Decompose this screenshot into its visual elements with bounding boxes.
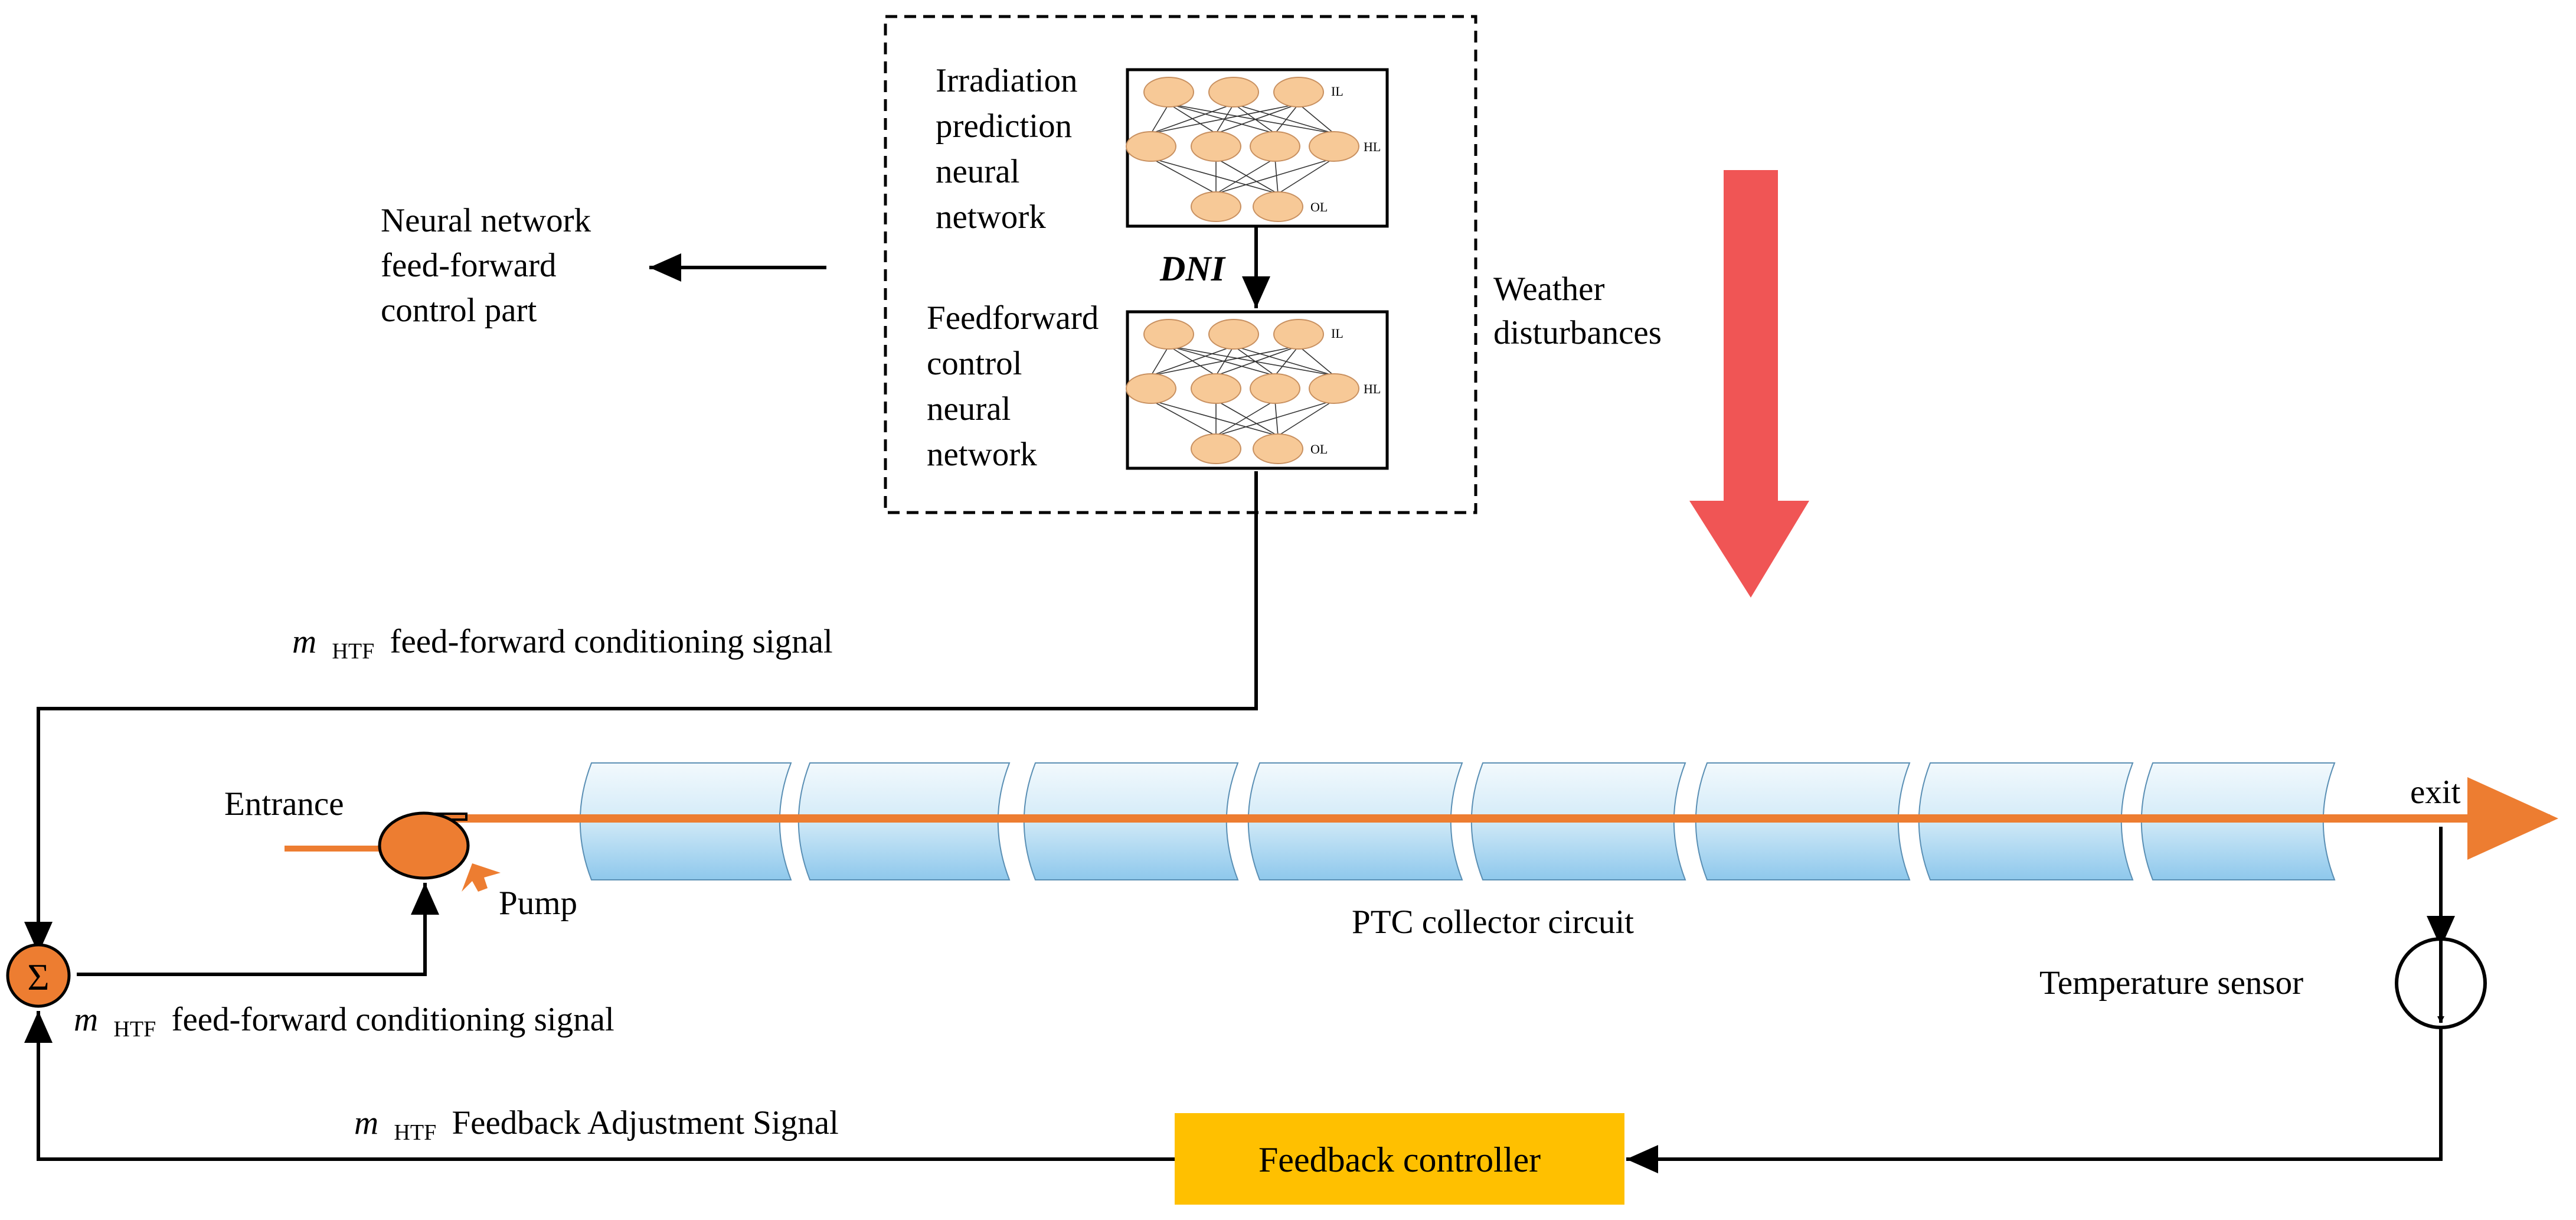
nn-connection xyxy=(1215,400,1276,436)
nn-connection xyxy=(1150,400,1217,436)
nn-connection xyxy=(1215,345,1299,376)
pump-label: Pump xyxy=(499,885,577,922)
weather-label-line1: Weather xyxy=(1493,270,1604,308)
nn-node xyxy=(1126,131,1176,162)
nn-connection xyxy=(1215,158,1276,194)
nn-connection xyxy=(1215,400,1279,436)
nn-connection xyxy=(1298,345,1335,376)
nn-connection xyxy=(1150,158,1217,194)
feedforward-label-line4: network xyxy=(927,436,1037,473)
nn-connection xyxy=(1233,345,1276,376)
nn-node xyxy=(1191,373,1241,404)
nn-node xyxy=(1143,319,1194,350)
entrance-label: Entrance xyxy=(224,785,344,823)
nn-node xyxy=(1273,319,1324,350)
nn-connection xyxy=(1150,345,1169,376)
nn-connection xyxy=(1150,103,1299,134)
nn-node xyxy=(1253,191,1303,222)
ff-signal-path xyxy=(24,471,1258,954)
nn-layer-label: HL xyxy=(1364,381,1381,396)
svg-text:Σ: Σ xyxy=(27,956,49,998)
irradiation-label-line3: neural xyxy=(936,153,1019,190)
nn-layer-label: OL xyxy=(1310,200,1328,214)
feedforward-label-line2: control xyxy=(927,345,1022,382)
weather-label-line2: disturbances xyxy=(1493,314,1662,351)
feedforward-label-line1: Feedforward xyxy=(927,299,1099,337)
dni-label: DNI xyxy=(1159,249,1227,288)
nn-node xyxy=(1191,191,1241,222)
irradiation-label-line2: prediction xyxy=(936,107,1072,145)
summing-junction: Σ xyxy=(6,943,71,1008)
nn-node xyxy=(1208,319,1259,350)
temperature-sensor-label: Temperature sensor xyxy=(2039,964,2303,1002)
nn-connection xyxy=(1215,400,1335,436)
sum-to-pump-arrow xyxy=(77,883,439,976)
irradiation-label-line4: network xyxy=(936,198,1046,236)
nn-connection xyxy=(1277,400,1335,436)
nn-connection xyxy=(1233,103,1276,134)
feedforward-label-line3: neural xyxy=(927,390,1011,428)
ff-signal-bottom-label: m HTF feed-forward conditioning signal xyxy=(74,1001,614,1044)
nn-part-label-line2: feed-forward xyxy=(381,247,556,284)
irradiation-neural-network: IL HL OL xyxy=(1126,68,1389,228)
temperature-sensor-icon xyxy=(2395,937,2487,1029)
feedforward-neural-network: IL HL OL xyxy=(1126,310,1389,470)
nn-node xyxy=(1191,131,1241,162)
nn-layer-label: IL xyxy=(1331,84,1343,99)
nn-connection xyxy=(1150,345,1234,376)
nn-connection xyxy=(1215,103,1299,134)
nn-connection xyxy=(1168,345,1335,376)
exit-label: exit xyxy=(2410,774,2461,811)
nn-node xyxy=(1273,77,1324,107)
pump-icon xyxy=(378,811,501,892)
nn-part-label-line3: control part xyxy=(381,292,537,329)
nn-connection xyxy=(1274,103,1299,134)
feedback-signal-path xyxy=(24,1011,1175,1161)
nn-layer-label: HL xyxy=(1364,139,1381,154)
irradiation-label-line1: Irradiation xyxy=(936,62,1078,99)
nn-layer-label: IL xyxy=(1331,326,1343,341)
nn-node xyxy=(1208,77,1259,107)
feedback-controller-box xyxy=(1175,1113,1624,1205)
nn-node xyxy=(1250,131,1300,162)
nn-connection xyxy=(1215,158,1335,194)
nn-connection xyxy=(1274,345,1299,376)
nn-node xyxy=(1250,373,1300,404)
feedback-controller-label: Feedback controller xyxy=(1258,1140,1541,1179)
nn-connection xyxy=(1150,345,1299,376)
nn-connection xyxy=(1150,158,1279,194)
feedback-signal-label: m HTF Feedback Adjustment Signal xyxy=(354,1104,839,1147)
nn-connection xyxy=(1215,158,1279,194)
nn-node xyxy=(1309,373,1359,404)
nn-node xyxy=(1191,433,1241,464)
sensor-to-controller-arrow xyxy=(1626,1027,2443,1173)
nn-connection xyxy=(1150,103,1169,134)
nn-node xyxy=(1309,131,1359,162)
nn-node xyxy=(1126,373,1176,404)
ff-signal-top-label: m HTF feed-forward conditioning signal xyxy=(292,623,833,666)
nn-connection xyxy=(1150,103,1234,134)
nn-connection xyxy=(1168,103,1276,134)
nn-connection xyxy=(1168,103,1335,134)
nn-part-label-line1: Neural network xyxy=(381,202,591,239)
nn-connection xyxy=(1233,345,1335,376)
nn-node xyxy=(1253,433,1303,464)
ptc-collector-label: PTC collector circuit xyxy=(1352,903,1634,941)
nn-connection xyxy=(1277,158,1335,194)
nn-node xyxy=(1143,77,1194,107)
weather-disturbance-arrow xyxy=(1689,170,1809,598)
nn-layer-label: OL xyxy=(1310,442,1328,456)
feedforward-dashed-box xyxy=(884,15,1477,514)
nn-connection xyxy=(1233,103,1335,134)
nn-connection xyxy=(1168,345,1276,376)
nn-connection xyxy=(1298,103,1335,134)
nn-connection xyxy=(1150,400,1279,436)
